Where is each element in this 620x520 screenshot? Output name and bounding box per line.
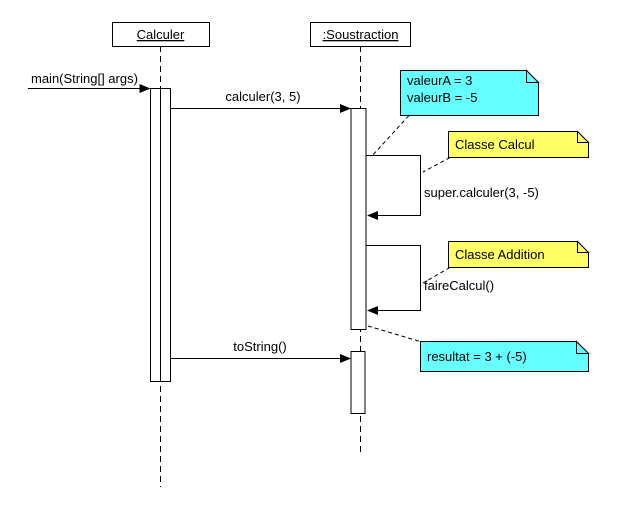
note-resultat-connector [367,325,426,344]
message-calculer-arrowhead-icon [340,104,351,113]
lifeline-calculer-header [112,22,210,47]
message-main-arrowhead-icon [139,84,151,93]
message-calculer-label: calculer(3, 5) [225,89,300,104]
note-values-dogear-icon [526,69,540,83]
note-classe-calcul-connector [422,157,451,173]
lifeline-soustraction-label: :Soustraction [323,27,399,42]
selfcall-super-calculer-bracket [366,155,421,216]
note-values-line2: valeurB = -5 [407,90,477,105]
note-classe-addition [448,241,589,268]
note-classe-calcul-dogear-icon [577,130,590,143]
note-values [400,70,539,116]
selfcall-faire-calcul-bracket [366,245,421,311]
lifeline-calculer-label: Calculer [137,27,185,42]
activation-calculer-outer [150,88,161,382]
lifeline-soustraction-header [310,22,411,47]
note-values-connector [370,115,410,158]
message-tostring-arrowhead-icon [340,354,351,363]
note-classe-calcul [448,131,589,158]
note-values-line1: valeurA = 3 [407,73,472,88]
selfcall-faire-calcul-arrowhead-icon [367,306,378,315]
activation-calculer-inner [160,88,171,382]
note-resultat-label: resultat = 3 + (-5) [427,349,527,364]
selfcall-super-calculer-arrowhead-icon [367,211,378,220]
note-resultat [420,341,589,372]
selfcall-faire-calcul-label: faireCalcul() [424,278,494,293]
selfcall-super-calculer-label: super.calculer(3, -5) [424,185,539,200]
activation-soustraction-tostring [350,351,366,414]
note-classe-addition-dogear-icon [577,240,590,253]
note-classe-calcul-label: Classe Calcul [455,137,535,152]
note-classe-addition-connector [422,267,451,284]
message-tostring-label: toString() [233,339,286,354]
note-classe-addition-label: Classe Addition [455,247,545,262]
message-main-label: main(String[] args) [31,71,138,86]
note-resultat-dogear-icon [576,340,590,354]
activation-soustraction [350,108,367,330]
